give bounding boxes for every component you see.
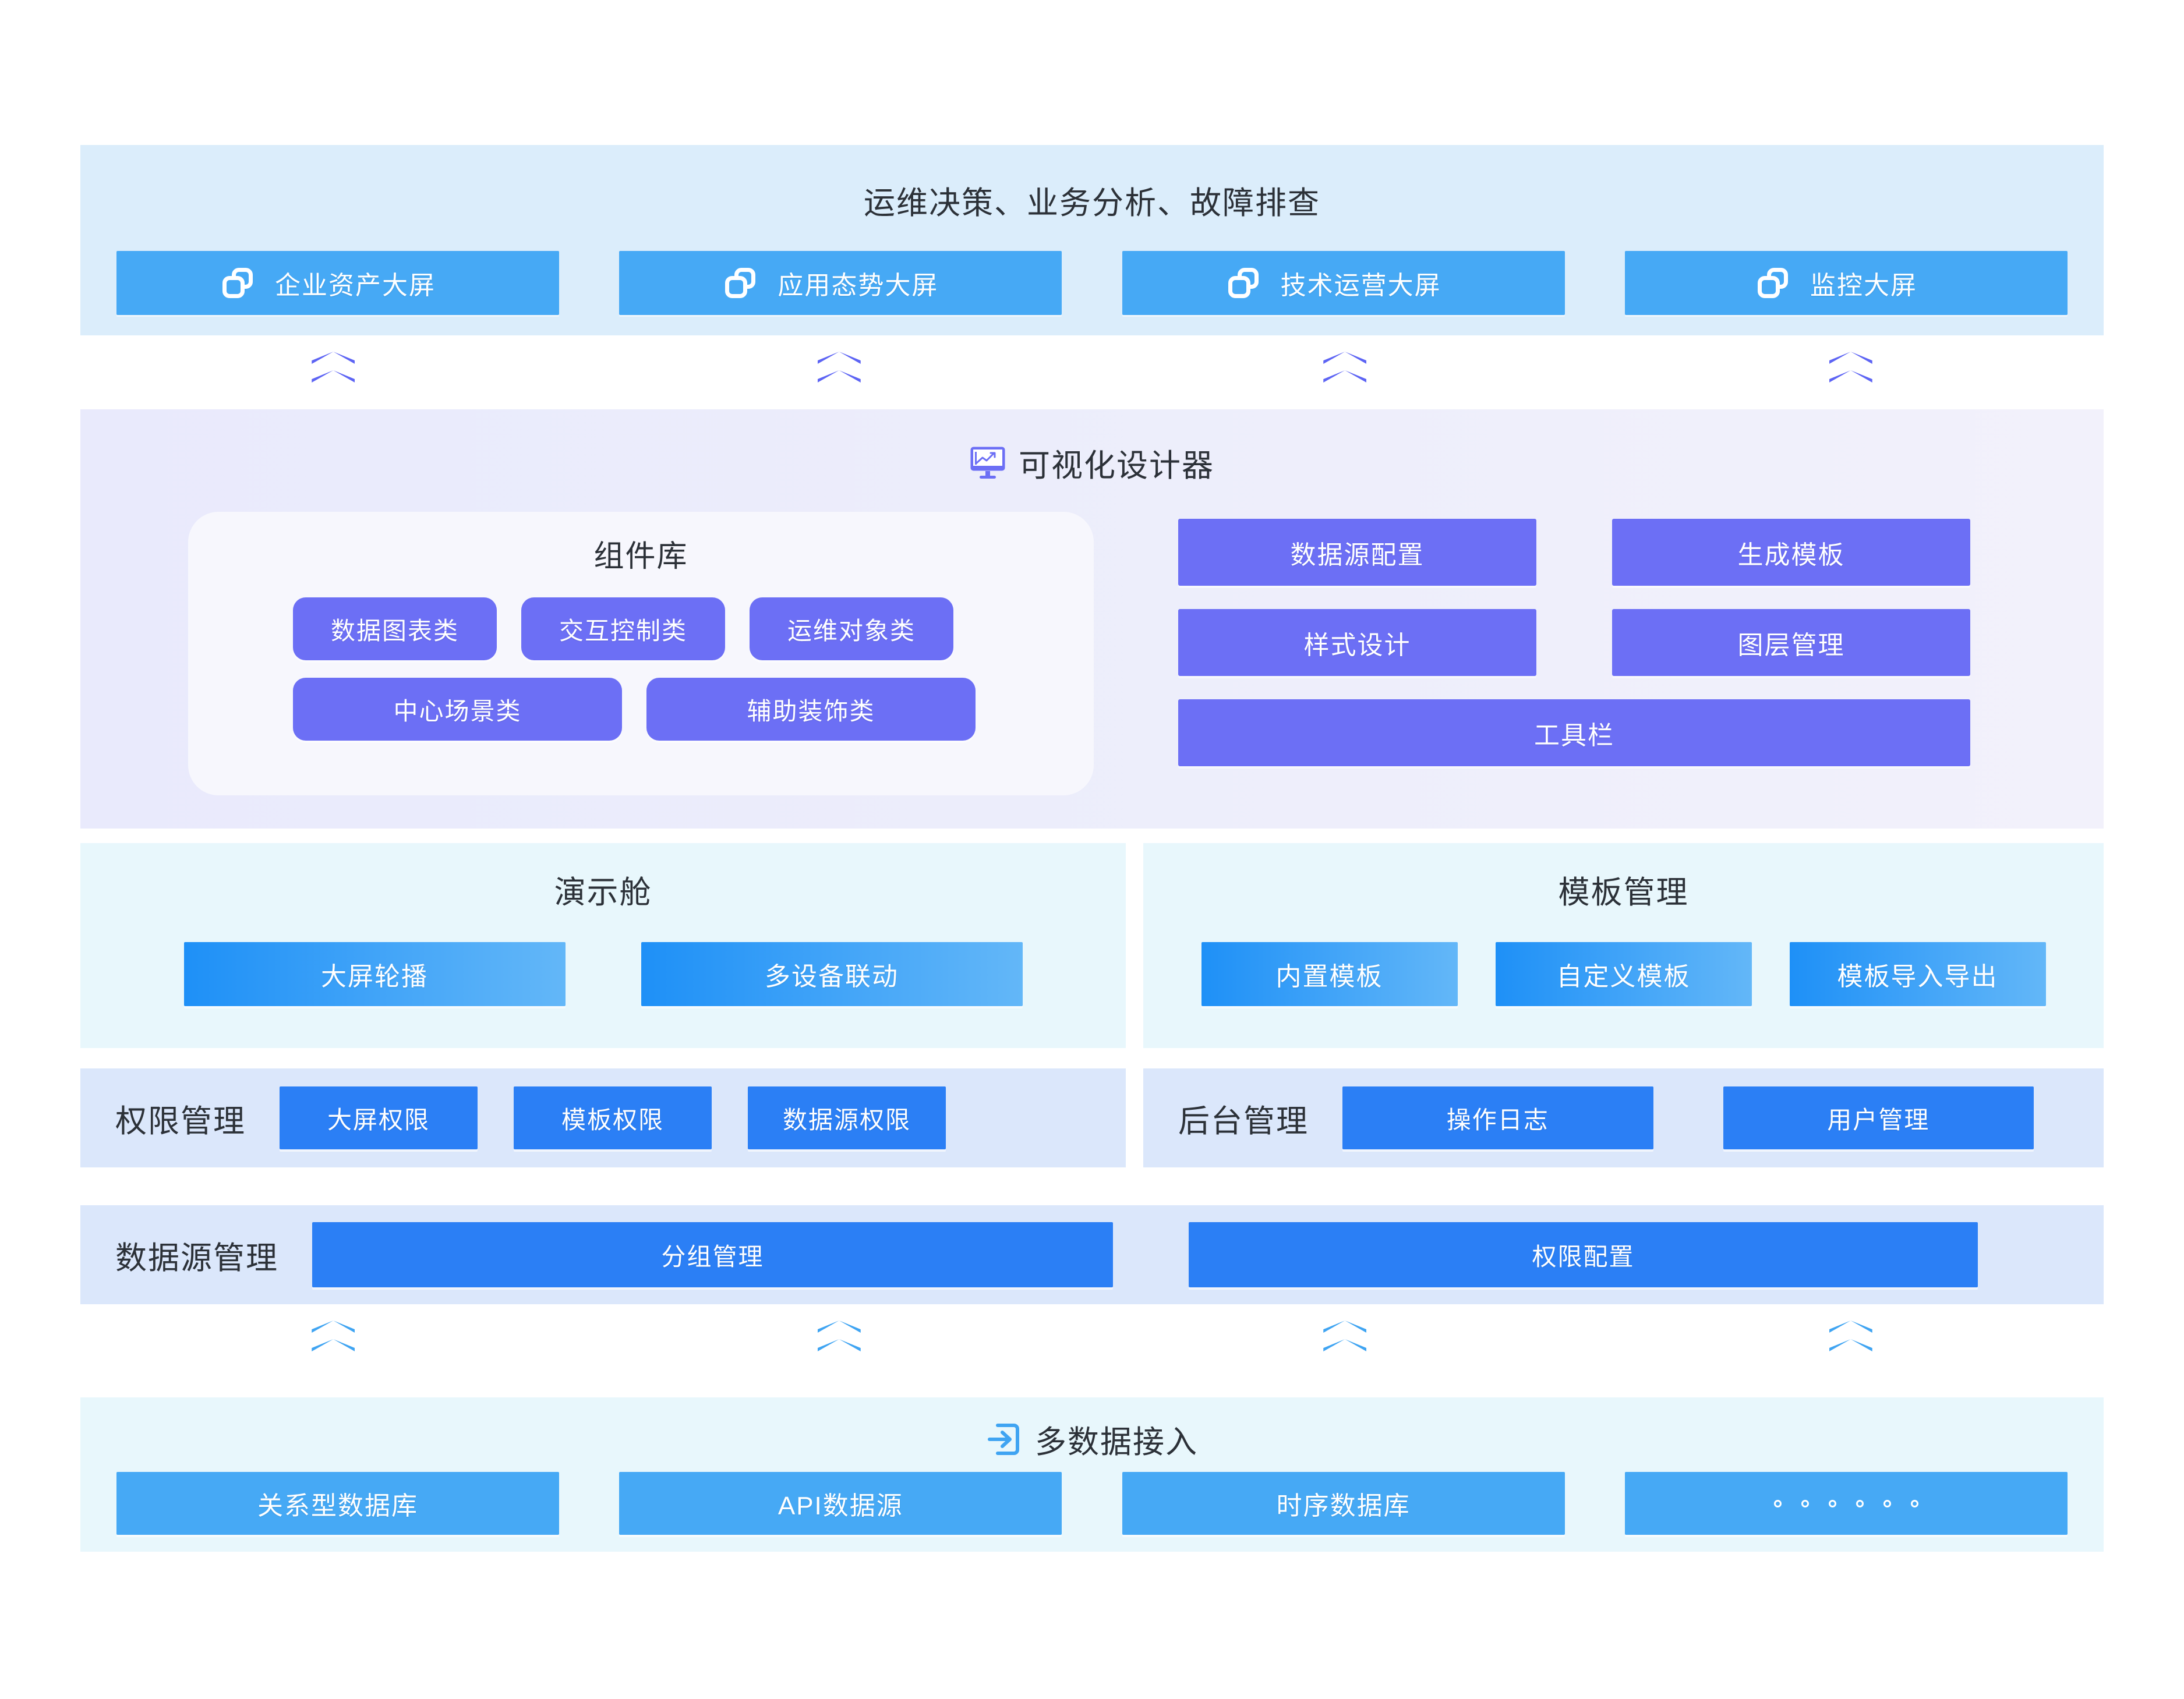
chevron-row-lower — [80, 1321, 2104, 1357]
component-tile-ops-object[interactable]: 运维对象类 — [750, 597, 953, 660]
demo-cabin-band: 演示舱 大屏轮播 多设备联动 — [80, 843, 1126, 1048]
chevron-up-icon — [312, 352, 355, 388]
stack-icon — [222, 268, 253, 298]
data-tile-relational-db[interactable]: 关系型数据库 — [116, 1472, 559, 1535]
chevron-up-icon — [1323, 1321, 1367, 1357]
visual-designer-header: 可视化设计器 — [80, 440, 2104, 486]
template-management-title: 模板管理 — [1558, 875, 1689, 910]
screen-tile-label: 企业资产大屏 — [275, 271, 436, 300]
backend-management-band: 后台管理 操作日志 用户管理 — [1143, 1068, 2104, 1167]
template-tile-import-export[interactable]: 模板导入导出 — [1789, 942, 2046, 1006]
stack-icon — [725, 268, 756, 298]
data-access-title: 多数据接入 — [1035, 1425, 1198, 1460]
tool-tile-layer-management[interactable]: 图层管理 — [1612, 609, 1970, 676]
permission-tile-datasource[interactable]: 数据源权限 — [748, 1086, 946, 1149]
chevron-row-upper — [80, 352, 2104, 388]
stack-icon — [1228, 268, 1259, 298]
chevron-up-icon — [1829, 352, 1872, 388]
component-tile-center-scene[interactable]: 中心场景类 — [293, 678, 622, 741]
component-library-rows: 数据图表类 交互控制类 运维对象类 中心场景类 辅助装饰类 — [188, 597, 1094, 741]
chevron-up-icon — [1829, 1321, 1872, 1357]
template-tile-custom[interactable]: 自定义模板 — [1495, 942, 1752, 1006]
screen-tile-app-posture[interactable]: 应用态势大屏 — [619, 251, 1062, 315]
screen-tile-label: 应用态势大屏 — [778, 271, 939, 300]
data-access-header: 多数据接入 — [80, 1416, 2104, 1462]
screen-tile-label: 监控大屏 — [1810, 271, 1917, 300]
visual-designer-body: 组件库 数据图表类 交互控制类 运维对象类 中心场景类 辅助装饰类 数据源 — [80, 512, 2104, 795]
chevron-up-icon — [817, 1321, 861, 1357]
permission-management-label: 权限管理 — [115, 1103, 246, 1139]
screen-tile-label: 技术运营大屏 — [1280, 271, 1441, 300]
stack-icon — [1757, 268, 1788, 298]
ellipsis-dots-icon — [1773, 1499, 1918, 1507]
chevron-up-icon — [1323, 352, 1367, 388]
template-tile-builtin[interactable]: 内置模板 — [1201, 942, 1458, 1006]
component-library-title: 组件库 — [593, 540, 688, 574]
monitor-chart-icon — [970, 446, 1006, 480]
data-tile-timeseries-db[interactable]: 时序数据库 — [1122, 1472, 1565, 1535]
chevron-up-icon — [312, 1321, 355, 1357]
demo-tile-multi-device-link[interactable]: 多设备联动 — [641, 942, 1023, 1006]
data-access-band: 多数据接入 关系型数据库 API数据源 时序数据库 — [80, 1397, 2104, 1552]
datasource-tile-permission-config[interactable]: 权限配置 — [1189, 1222, 1978, 1287]
demo-tile-screen-carousel[interactable]: 大屏轮播 — [183, 942, 566, 1006]
designer-tools: 数据源配置 生成模板 样式设计 图层管理 工具栏 — [1178, 512, 1970, 795]
datasource-management-band: 数据源管理 分组管理 权限配置 — [80, 1205, 2104, 1304]
component-tile-interaction-control[interactable]: 交互控制类 — [521, 597, 725, 660]
screens-band: 运维决策、业务分析、故障排查 企业资产大屏 应用态势大屏 技术运营大屏 监控大屏 — [80, 145, 2104, 335]
screen-tile-tech-ops[interactable]: 技术运营大屏 — [1122, 251, 1565, 315]
template-tile-row: 内置模板 自定义模板 模板导入导出 — [1143, 942, 2104, 1006]
component-library-card: 组件库 数据图表类 交互控制类 运维对象类 中心场景类 辅助装饰类 — [188, 512, 1094, 795]
screen-tile-monitoring[interactable]: 监控大屏 — [1624, 251, 2068, 315]
tool-tile-toolbar[interactable]: 工具栏 — [1178, 699, 1970, 766]
backend-tile-user-management[interactable]: 用户管理 — [1723, 1086, 2034, 1149]
screen-tile-enterprise-asset[interactable]: 企业资产大屏 — [116, 251, 559, 315]
screens-band-title: 运维决策、业务分析、故障排查 — [864, 186, 1320, 221]
visual-designer-band: 可视化设计器 组件库 数据图表类 交互控制类 运维对象类 中心场景类 辅助装饰类 — [80, 409, 2104, 829]
permission-management-band: 权限管理 大屏权限 模板权限 数据源权限 — [80, 1068, 1126, 1167]
demo-cabin-title: 演示舱 — [554, 875, 652, 910]
datasource-tile-group-management[interactable]: 分组管理 — [312, 1222, 1113, 1287]
backend-tile-operation-log[interactable]: 操作日志 — [1342, 1086, 1653, 1149]
component-tile-data-chart[interactable]: 数据图表类 — [293, 597, 497, 660]
screens-tile-row: 企业资产大屏 应用态势大屏 技术运营大屏 监控大屏 — [116, 251, 2068, 315]
data-tile-more[interactable] — [1624, 1472, 2068, 1535]
chevron-up-icon — [817, 352, 861, 388]
tool-tile-style-design[interactable]: 样式设计 — [1178, 609, 1536, 676]
permission-tile-template[interactable]: 模板权限 — [514, 1086, 712, 1149]
template-management-band: 模板管理 内置模板 自定义模板 模板导入导出 — [1143, 843, 2104, 1048]
data-tile-api-source[interactable]: API数据源 — [619, 1472, 1062, 1535]
visual-designer-title: 可视化设计器 — [1019, 448, 1214, 483]
tool-tile-generate-template[interactable]: 生成模板 — [1612, 519, 1970, 586]
permission-tile-screen[interactable]: 大屏权限 — [280, 1086, 478, 1149]
tool-tile-datasource-config[interactable]: 数据源配置 — [1178, 519, 1536, 586]
datasource-management-label: 数据源管理 — [115, 1240, 278, 1276]
demo-cabin-tile-row: 大屏轮播 多设备联动 — [80, 942, 1126, 1006]
backend-management-label: 后台管理 — [1178, 1103, 1309, 1139]
component-tile-decoration[interactable]: 辅助装饰类 — [646, 678, 976, 741]
data-access-tile-row: 关系型数据库 API数据源 时序数据库 — [116, 1472, 2068, 1535]
import-arrow-icon — [986, 1422, 1021, 1457]
